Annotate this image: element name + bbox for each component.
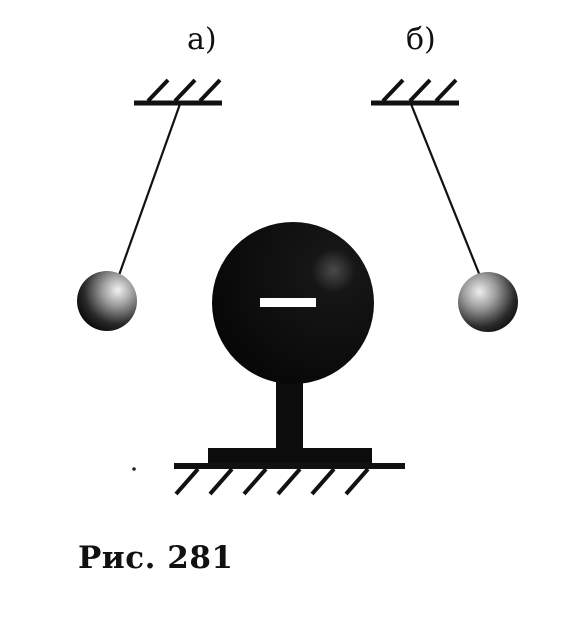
right-pendulum-thread — [409, 103, 482, 277]
sphere-stem — [276, 372, 303, 452]
label-a: а) — [187, 22, 217, 57]
left-pendulum-ball — [77, 271, 137, 331]
figure-caption: Рис. 281 — [78, 540, 234, 576]
sphere-base — [208, 448, 372, 466]
left-ceiling-support — [134, 78, 222, 106]
scan-speck — [132, 467, 136, 471]
left-pendulum-thread — [116, 103, 182, 279]
right-ceiling-support — [371, 78, 459, 106]
ground-support — [174, 463, 405, 496]
negative-charge-sign — [260, 298, 316, 307]
right-pendulum-ball — [458, 272, 518, 332]
label-b: б) — [406, 22, 436, 57]
